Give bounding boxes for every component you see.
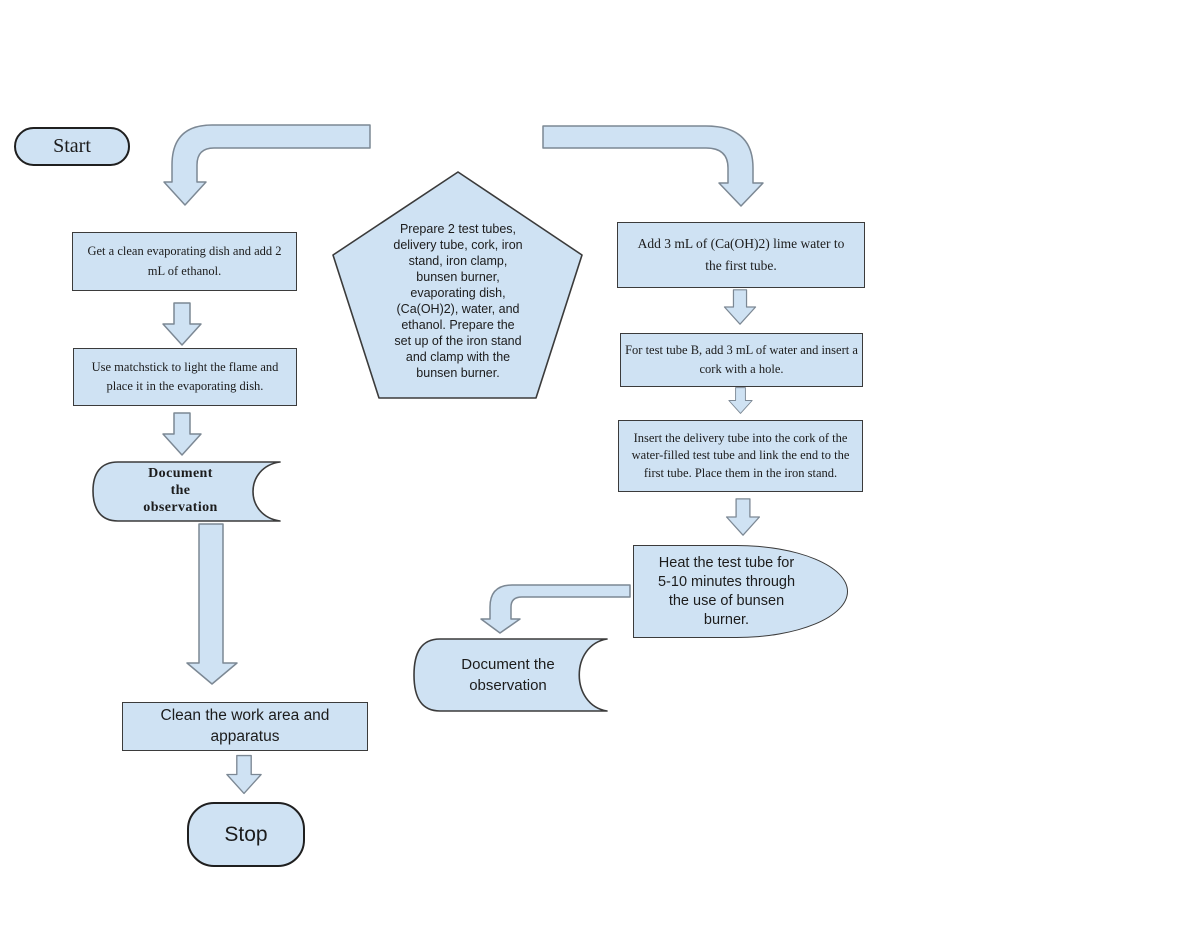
process-get-dish: Get a clean evaporating dish and add 2 m… bbox=[72, 232, 297, 291]
process-test-tube-b-label: For test tube B, add 3 mL of water and i… bbox=[625, 342, 858, 376]
stop-terminator: Stop bbox=[187, 802, 305, 867]
process-matchstick: Use matchstick to light the flame and pl… bbox=[73, 348, 297, 406]
arrow-tube-b-to-delivery-icon bbox=[728, 387, 753, 414]
start-terminator: Start bbox=[14, 127, 130, 166]
stored-data-document-right bbox=[413, 638, 608, 712]
process-clean-area-label: Clean the work area and apparatus bbox=[160, 706, 330, 745]
arrow-delivery-to-heat-icon bbox=[725, 498, 761, 536]
process-clean-area: Clean the work area and apparatus bbox=[122, 702, 368, 751]
arrow-start-to-right-branch-icon bbox=[542, 125, 764, 207]
arrow-start-to-left-branch-icon bbox=[163, 124, 371, 206]
start-label: Start bbox=[53, 135, 91, 157]
arrow-lime-to-tube-b-icon bbox=[723, 289, 757, 325]
preparation-pentagon bbox=[332, 171, 583, 399]
process-add-lime-water: Add 3 mL of (Ca(OH)2) lime water to the … bbox=[617, 222, 865, 288]
delay-heat-test-tube-label: Heat the test tube for 5-10 minutes thro… bbox=[657, 554, 796, 628]
stored-data-document-left-label: Document the observation bbox=[143, 466, 218, 515]
process-delivery-tube-label: Insert the delivery tube into the cork o… bbox=[631, 430, 850, 480]
arrow-get-dish-to-matchstick-icon bbox=[162, 302, 202, 346]
arrow-clean-to-stop-icon bbox=[226, 754, 262, 795]
stored-data-document-right-label: Document the observation bbox=[461, 656, 555, 694]
arrow-document-to-clean-icon bbox=[186, 523, 238, 685]
process-test-tube-b: For test tube B, add 3 mL of water and i… bbox=[620, 333, 863, 387]
preparation-label: Prepare 2 test tubes, delivery tube, cor… bbox=[393, 222, 523, 380]
arrow-heat-to-document-icon bbox=[480, 584, 631, 634]
stored-data-document-left bbox=[92, 461, 281, 522]
arrow-matchstick-to-document-icon bbox=[162, 412, 202, 456]
process-add-lime-water-label: Add 3 mL of (Ca(OH)2) lime water to the … bbox=[637, 236, 845, 273]
process-matchstick-label: Use matchstick to light the flame and pl… bbox=[91, 359, 279, 393]
stop-label: Stop bbox=[224, 822, 268, 846]
process-get-dish-label: Get a clean evaporating dish and add 2 m… bbox=[87, 244, 282, 278]
delay-heat-test-tube: Heat the test tube for 5-10 minutes thro… bbox=[633, 545, 848, 638]
process-delivery-tube: Insert the delivery tube into the cork o… bbox=[618, 420, 863, 492]
